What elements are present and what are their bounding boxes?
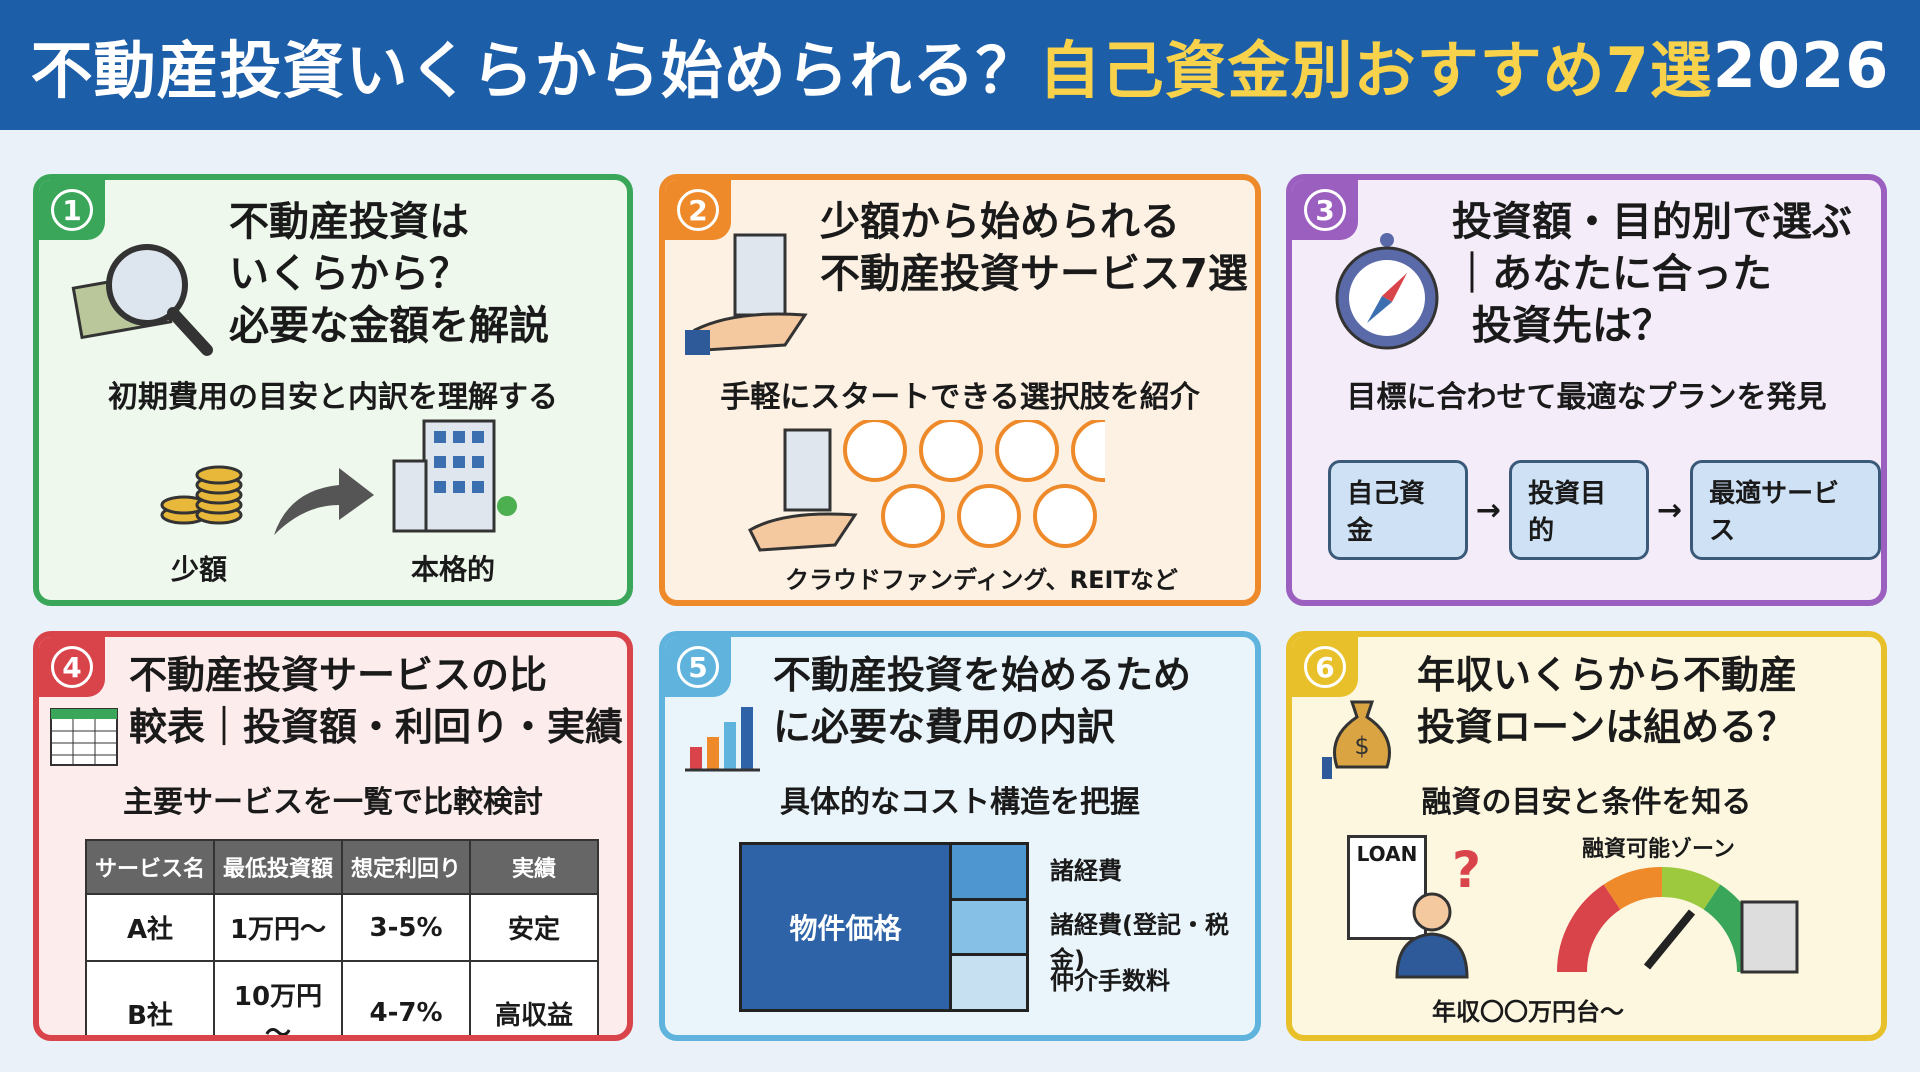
money-bag-icon: $ xyxy=(1322,700,1391,779)
card-subtitle: 目標に合わせて最適なプランを発見 xyxy=(1346,380,1827,415)
hand-building-icon xyxy=(685,233,808,355)
flow-step: 最適サービス xyxy=(1690,460,1881,560)
cost-structure-diagram: 物件価格 xyxy=(739,842,1029,1012)
flow-step: 自己資金 xyxy=(1328,460,1468,560)
coins-icon xyxy=(160,465,243,525)
card-number: 6 xyxy=(1292,637,1358,697)
svg-text:$: $ xyxy=(1354,732,1369,760)
card-number: 1 xyxy=(39,180,105,240)
svg-text:?: ? xyxy=(1452,842,1481,899)
building-icon xyxy=(392,419,517,533)
card-number: 3 xyxy=(1292,180,1358,240)
arrow-icon xyxy=(274,468,374,535)
flow-step: 投資目的 xyxy=(1509,460,1649,560)
person-question-icon: ? xyxy=(1395,842,1481,979)
spreadsheet-icon xyxy=(50,708,118,766)
arrow-right-icon: → xyxy=(1656,492,1683,528)
gauge-icon xyxy=(1556,866,1799,974)
card-number: 5 xyxy=(665,637,731,697)
card-loan-income: 6 $ 年収いくらから不動産投資ローンは組める？ 融資の目安と条件を知る LOA… xyxy=(1286,631,1887,1041)
card-subtitle: 初期費用の目安と内訳を理解する xyxy=(108,380,558,415)
card-subtitle: 融資の目安と条件を知る xyxy=(1421,785,1752,820)
card-comparison-table: 4 不動産投資サービスの比較表｜投資額・利回り・実績 主要サービスを一覧で比較検… xyxy=(33,631,633,1041)
card-initial-cost: 1 不動産投資はいくらから？必要な金額を解説 初期費用の目安と内訳を理解する 少… xyxy=(33,174,633,606)
magnifier-money-icon xyxy=(71,244,213,356)
bar-chart-icon xyxy=(685,707,760,772)
card-small-services: 2 少額から始められる不動産投資サービス7選 手軽にスタートできる選択肢を紹介 … xyxy=(659,174,1261,606)
card-subtitle: 主要サービスを一覧で比較検討 xyxy=(123,785,543,820)
card-choose-by-purpose: 3 投資額・目的別で選ぶ｜あなたに合った投資先は？ 目標に合わせて最適なプランを… xyxy=(1286,174,1887,606)
card-number: 2 xyxy=(665,180,731,240)
card-number: 4 xyxy=(39,637,105,697)
building-circles-icon xyxy=(748,420,1105,552)
flow-diagram: 自己資金→ 投資目的→ 最適サービス xyxy=(1328,460,1881,560)
card-cost-breakdown: 5 不動産投資を始めるために必要な費用の内訳 具体的なコスト構造を把握 物件価格… xyxy=(659,631,1261,1041)
card-subtitle: 具体的なコスト構造を把握 xyxy=(780,785,1140,820)
card-subtitle: 手軽にスタートできる選択肢を紹介 xyxy=(720,380,1200,415)
arrow-right-icon: → xyxy=(1475,492,1502,528)
loan-document: LOAN xyxy=(1347,835,1427,940)
compass-icon xyxy=(1335,233,1439,350)
